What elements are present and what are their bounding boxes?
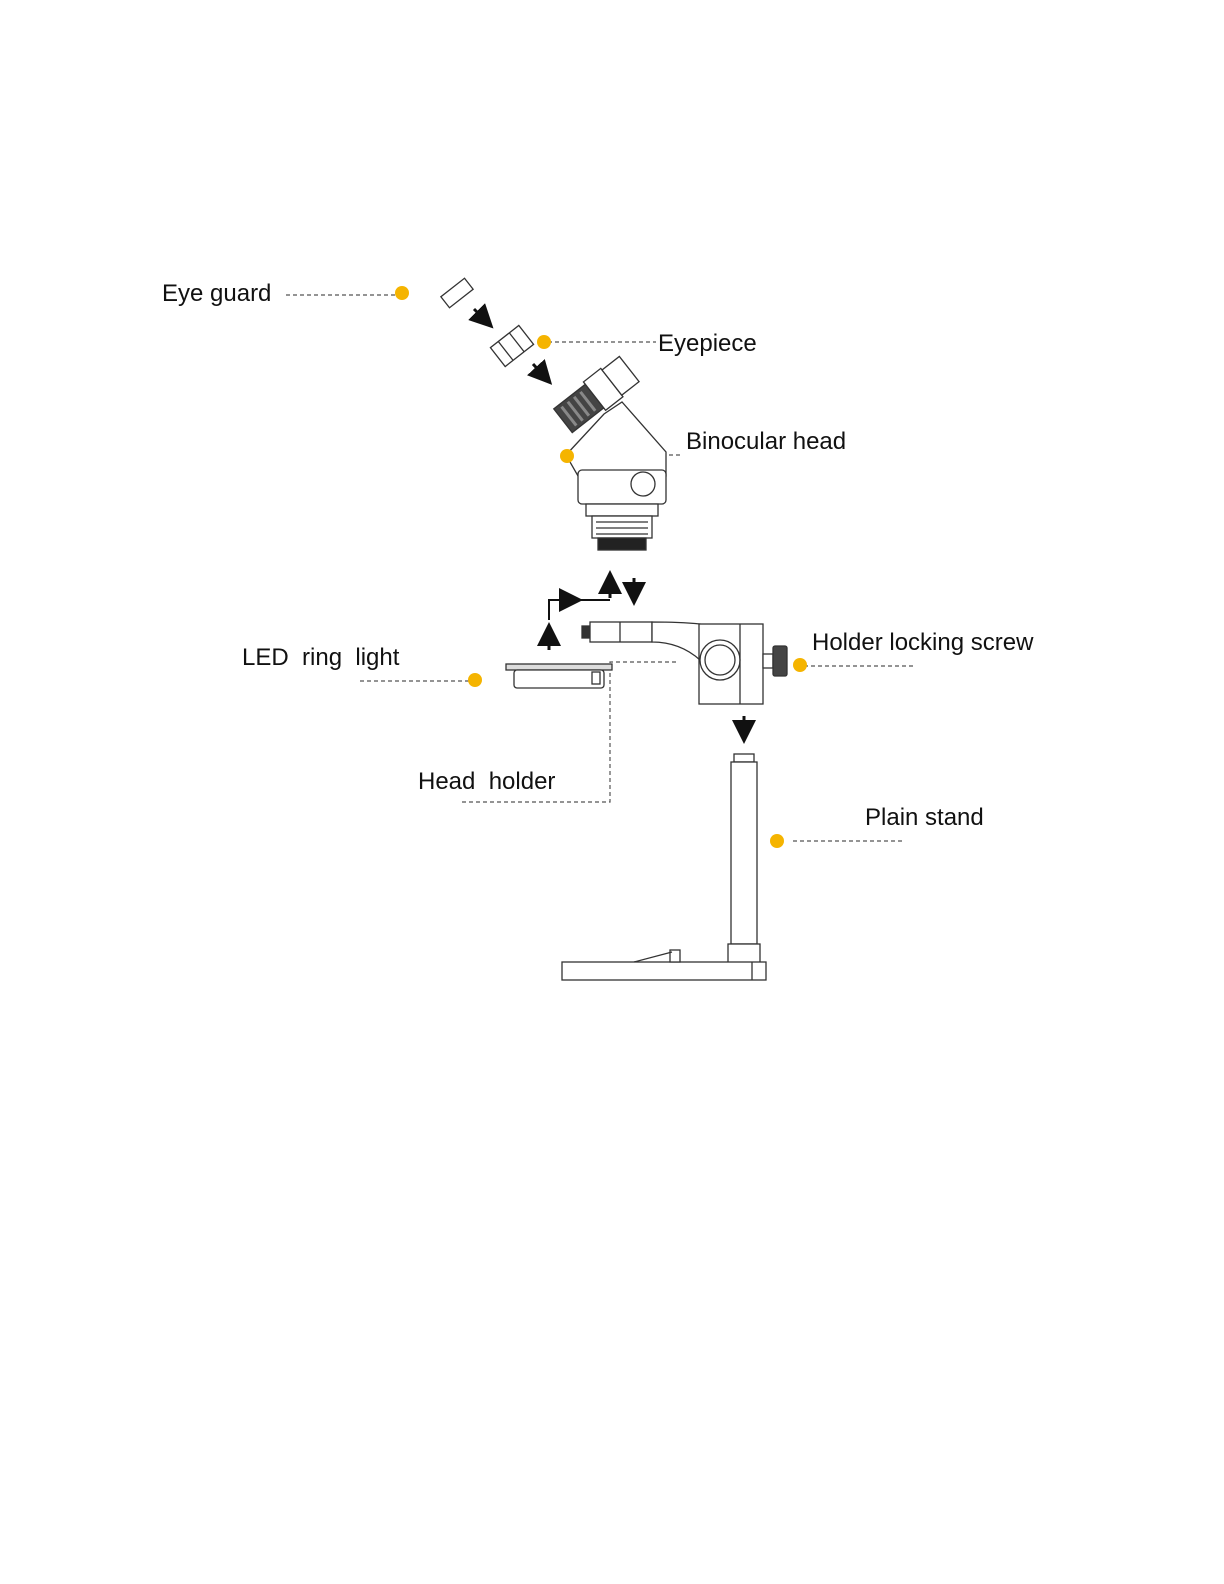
eye-guard-part xyxy=(441,278,473,308)
label-eyepiece: Eyepiece xyxy=(658,332,757,356)
head-holder-part xyxy=(582,622,787,704)
marker-led-ring-light xyxy=(468,673,482,687)
label-head-holder: Head holder xyxy=(418,770,555,794)
marker-plain-stand xyxy=(770,834,784,848)
label-binocular-head: Binocular head xyxy=(686,430,846,454)
marker-eye-guard xyxy=(395,286,409,300)
led-ring-light-part xyxy=(506,664,612,688)
arrow-eye-guard-to-eyepiece xyxy=(474,309,485,320)
plain-stand-part xyxy=(562,754,766,980)
arrow-ring-light-path xyxy=(549,600,610,620)
eyepiece-part xyxy=(490,325,533,366)
marker-binocular-head xyxy=(560,449,574,463)
arrow-eyepiece-to-head xyxy=(533,364,544,376)
marker-holder-locking-screw xyxy=(793,658,807,672)
label-led-ring-light: LED ring light xyxy=(242,646,399,670)
label-holder-locking-screw: Holder locking screw xyxy=(812,631,1033,655)
marker-eyepiece xyxy=(537,335,551,349)
label-plain-stand: Plain stand xyxy=(865,806,984,830)
label-eye-guard: Eye guard xyxy=(162,282,271,306)
